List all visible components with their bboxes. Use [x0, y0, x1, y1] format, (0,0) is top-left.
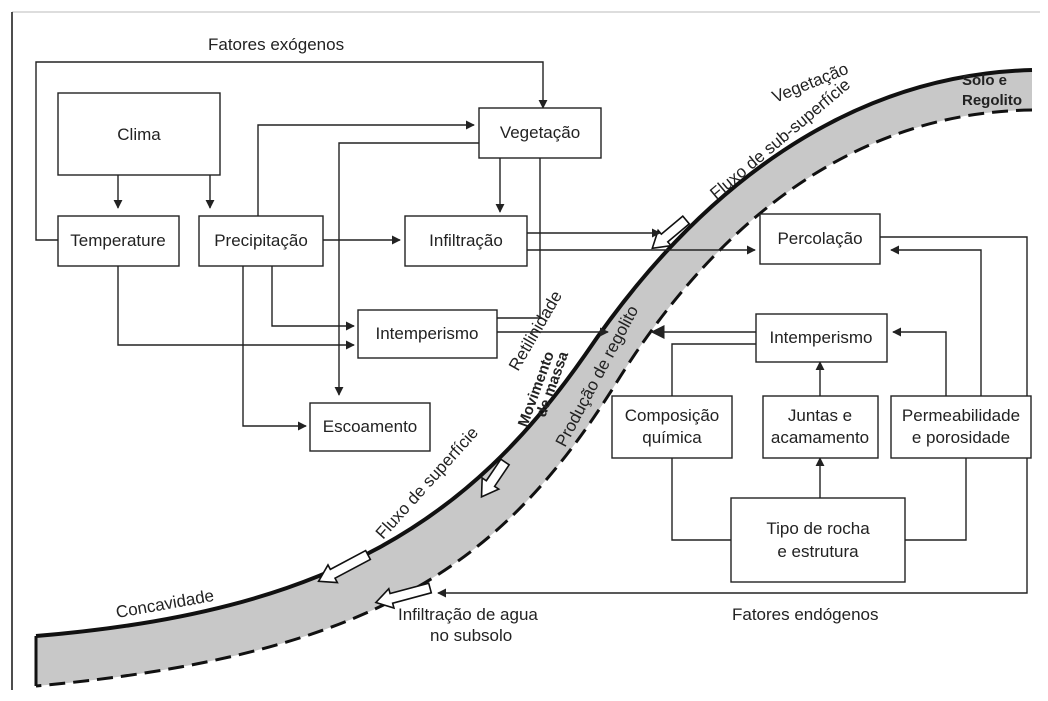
- precip-to-escoamento: [242, 266, 307, 431]
- temp-to-intemp: [117, 266, 355, 350]
- precipitacao-label: Precipitação: [214, 231, 308, 250]
- rocha-to-composicao: [671, 458, 731, 541]
- infiltracao-agua-label-1: Infiltração de agua: [398, 605, 538, 624]
- veg-to-escoamento: [334, 142, 479, 396]
- vegetacao-box: [478, 107, 602, 159]
- mass-movement-arrow: [480, 458, 511, 499]
- juntas-label-2: acamamento: [771, 428, 869, 447]
- surface-line: [35, 68, 1033, 638]
- endogenous-title: Fatores endógenos: [732, 605, 879, 624]
- infiltracao-agua-label-2: no subsolo: [430, 626, 512, 645]
- percolacao-box: [759, 213, 881, 265]
- exogenous-loop: [35, 61, 548, 241]
- permeabilidade-box: [890, 395, 1032, 459]
- permeabilidade-label-1: Permeabilidade: [902, 406, 1020, 425]
- juntas-box: [762, 395, 879, 459]
- rocha-to-perm: [905, 458, 967, 541]
- regolith-base-line: [35, 108, 1033, 688]
- perm-to-intemp: [892, 327, 947, 396]
- temperature-box: [57, 215, 180, 267]
- intemperismo-left-box: [357, 309, 498, 359]
- intemperismo-right-label: Intemperismo: [770, 328, 873, 347]
- precipitacao-box: [198, 215, 324, 267]
- composicao-label-1: Composição: [625, 406, 720, 425]
- subsoil-infiltration-arrow: [374, 582, 433, 610]
- rocha-label-1: Tipo de rocha: [766, 519, 870, 538]
- precip-to-veg: [257, 120, 475, 216]
- intemperismo-left-label: Intemperismo: [376, 324, 479, 343]
- solo-label-1: Solo e: [962, 72, 1007, 89]
- percolacao-label: Percolação: [777, 229, 862, 248]
- intemperismo-right-box: [755, 313, 888, 363]
- composicao-link: [671, 343, 756, 396]
- precip-to-intemp: [271, 266, 355, 331]
- composicao-label-2: química: [642, 428, 702, 447]
- infiltracao-label: Infiltração: [429, 231, 503, 250]
- clima-label: Clima: [117, 125, 161, 144]
- permeabilidade-label-2: e porosidade: [912, 428, 1010, 447]
- clima-box: [57, 92, 221, 176]
- juntas-label-1: Juntas e: [788, 406, 852, 425]
- escoamento-box: [309, 402, 431, 452]
- escoamento-label: Escoamento: [323, 417, 418, 436]
- infiltracao-box: [404, 215, 528, 267]
- surface-flow-arrow: [317, 549, 372, 584]
- rocha-label-2: e estrutura: [777, 542, 859, 561]
- veg-right-loop: [497, 158, 541, 319]
- perm-to-percol: [890, 245, 982, 396]
- rocha-box: [730, 497, 906, 583]
- composicao-box: [611, 395, 733, 459]
- vegetacao-label: Vegetação: [500, 123, 580, 142]
- exogenous-title: Fatores exógenos: [208, 35, 344, 54]
- subsurface-flow-arrow: [651, 215, 691, 250]
- solo-label-2: Regolito: [962, 92, 1022, 109]
- temperature-label: Temperature: [70, 231, 165, 250]
